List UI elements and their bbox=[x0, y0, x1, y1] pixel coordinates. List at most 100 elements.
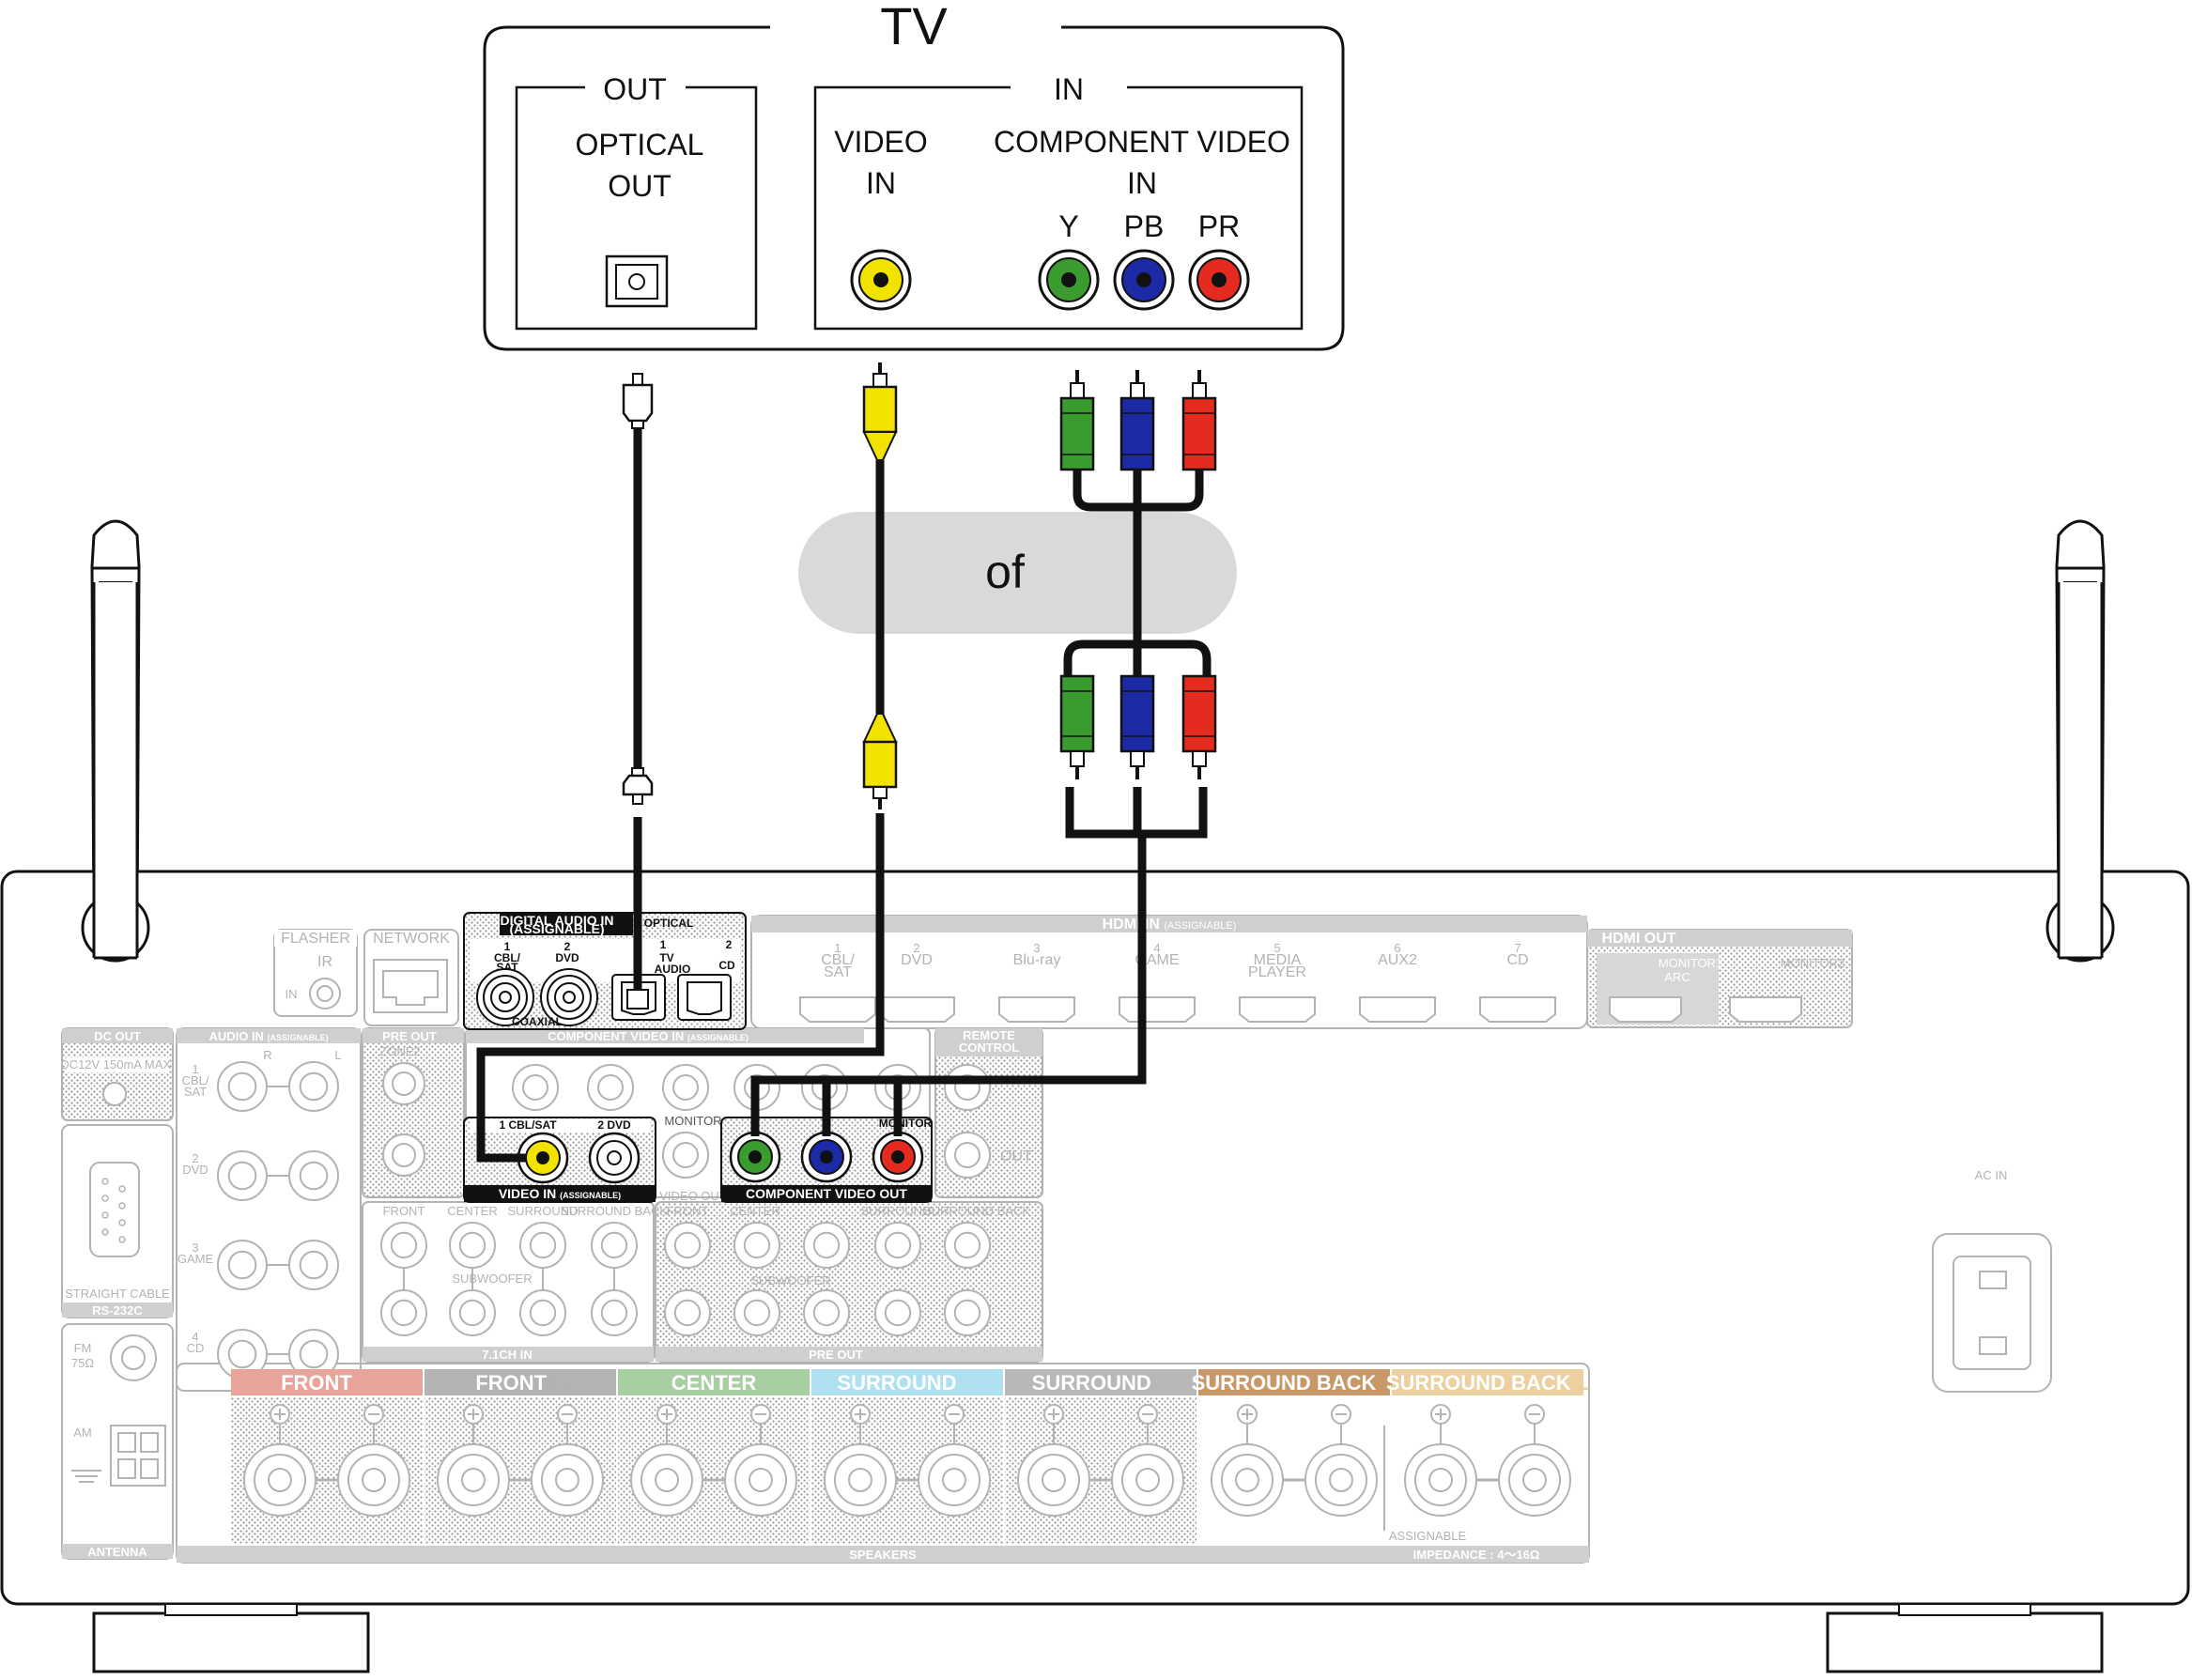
audio-in-l-label: L bbox=[334, 1048, 341, 1062]
preout-jack-bottom-1[interactable] bbox=[664, 1289, 711, 1336]
speaker-terminal-4-minus[interactable] bbox=[918, 1404, 991, 1517]
hdmi-in-port-4[interactable] bbox=[1119, 996, 1196, 1023]
dc-out-label: DC OUT bbox=[94, 1029, 141, 1043]
coaxial-2-jack[interactable] bbox=[540, 968, 598, 1026]
video-in-2-label: 2 DVD bbox=[597, 1118, 631, 1132]
preout-label-center: CENTER bbox=[730, 1204, 780, 1218]
ch71-jack-bottom-4[interactable] bbox=[591, 1289, 638, 1336]
preout-jack-top-2[interactable] bbox=[733, 1222, 780, 1269]
audio-in-4-l-jack[interactable] bbox=[288, 1329, 339, 1379]
hdmi-in-port-6[interactable] bbox=[1359, 996, 1436, 1023]
audio-in-r-label: R bbox=[263, 1048, 271, 1062]
component-video-out-label: COMPONENT VIDEO OUT bbox=[746, 1186, 907, 1201]
flasher-ir-jack[interactable] bbox=[309, 978, 341, 1010]
preout-jack-top-5[interactable] bbox=[944, 1222, 991, 1269]
dc-out-jack[interactable] bbox=[102, 1082, 127, 1106]
hdmi-in-port-7[interactable] bbox=[1479, 996, 1556, 1023]
video-monitor-out-jack[interactable] bbox=[662, 1132, 709, 1179]
video-in-2-jack[interactable] bbox=[588, 1132, 641, 1184]
optical-cable[interactable] bbox=[622, 373, 654, 1010]
speaker-group-label-4: SURROUND R bbox=[837, 1371, 977, 1395]
component-out-pr-jack[interactable] bbox=[872, 1131, 924, 1183]
audio-in-1-l-jack[interactable] bbox=[288, 1061, 339, 1112]
preout-jack-top-3[interactable] bbox=[803, 1222, 850, 1269]
preout-jack-bottom-4[interactable] bbox=[874, 1289, 921, 1336]
hdmi-in-port-3[interactable] bbox=[998, 996, 1075, 1023]
audio-in-2-l-jack[interactable] bbox=[288, 1150, 339, 1201]
tv-component-pr-jack[interactable] bbox=[1188, 249, 1250, 311]
component-plug-pb-bottom bbox=[1119, 674, 1155, 779]
opt-2-label: CD bbox=[718, 959, 735, 972]
remote-control-label-1: REMOTE bbox=[963, 1028, 1015, 1042]
speaker-terminal-2-plus[interactable] bbox=[437, 1404, 510, 1517]
speaker-group-7: SURROUND BACK L bbox=[1386, 1369, 1589, 1517]
speaker-terminal-6-plus[interactable] bbox=[1211, 1404, 1284, 1517]
dc-spec-label: DC12V 150mA MAX. bbox=[60, 1057, 174, 1071]
zone2-jack-r[interactable] bbox=[382, 1133, 425, 1177]
speaker-terminal-5-minus[interactable] bbox=[1111, 1404, 1184, 1517]
am-antenna-terminal[interactable] bbox=[71, 1425, 166, 1487]
speaker-terminal-3-minus[interactable] bbox=[724, 1404, 797, 1517]
ch71-jack-top-1[interactable] bbox=[380, 1222, 427, 1269]
remote-in-jack[interactable] bbox=[944, 1064, 991, 1111]
preout-label-front: FRONT bbox=[667, 1204, 709, 1218]
tv-optical-out-port[interactable] bbox=[605, 254, 669, 308]
component-video-in-label: COMPONENT VIDEO IN (ASSIGNABLE) bbox=[548, 1029, 749, 1043]
hdmi-in-port-2[interactable] bbox=[878, 996, 955, 1023]
ch71-jack-bottom-2[interactable] bbox=[449, 1289, 496, 1336]
speaker-terminal-1-plus[interactable] bbox=[243, 1404, 316, 1517]
video-in-1-jack[interactable] bbox=[517, 1132, 569, 1184]
speaker-terminal-7-minus[interactable] bbox=[1498, 1404, 1571, 1517]
preout-jack-bottom-5[interactable] bbox=[944, 1289, 991, 1336]
speaker-terminal-3-plus[interactable] bbox=[630, 1404, 703, 1517]
coaxial-1-jack[interactable] bbox=[476, 968, 534, 1026]
audio-in-3-l-jack[interactable] bbox=[288, 1240, 339, 1290]
ch71-jack-top-4[interactable] bbox=[591, 1222, 638, 1269]
digital-audio-in-panel: DIGITAL AUDIO IN (ASSIGNABLE) OPTICAL 1 … bbox=[463, 912, 747, 1030]
hdmi-in-port-1[interactable] bbox=[799, 996, 876, 1023]
speaker-group-label-5: SURROUND L bbox=[1032, 1371, 1170, 1395]
composite-video-cable[interactable] bbox=[476, 362, 898, 1163]
pr-label: PR bbox=[1198, 209, 1240, 243]
component-plug-pr-top bbox=[1181, 370, 1217, 471]
hdmi-in-label-5-1: MEDIA bbox=[1254, 952, 1302, 968]
speaker-group-label-1: FRONT R bbox=[281, 1371, 373, 1395]
hdmi-out-monitor1-port[interactable] bbox=[1609, 996, 1682, 1023]
preout-jack-bottom-2[interactable] bbox=[733, 1289, 780, 1336]
hdmi-in-port-5[interactable] bbox=[1239, 996, 1316, 1023]
hdmi-out-monitor2-port[interactable] bbox=[1729, 996, 1802, 1023]
tv-component-y-jack[interactable] bbox=[1038, 249, 1100, 311]
component-video-cable[interactable] bbox=[750, 370, 1217, 1136]
audio-in-2-r-jack[interactable] bbox=[217, 1150, 268, 1201]
rs232c-label: RS-232C bbox=[92, 1303, 143, 1318]
ch71-jack-bottom-3[interactable] bbox=[519, 1289, 566, 1336]
rs232c-port[interactable] bbox=[101, 1178, 126, 1243]
speakers-label: SPEAKERS bbox=[849, 1548, 917, 1562]
speaker-terminal-1-minus[interactable] bbox=[337, 1404, 410, 1517]
hdmi-in-label-7-0: 7 bbox=[1514, 941, 1521, 955]
speaker-terminal-4-plus[interactable] bbox=[824, 1404, 897, 1517]
speaker-group-5: SURROUND L bbox=[1005, 1369, 1196, 1544]
ch71-jack-top-3[interactable] bbox=[519, 1222, 566, 1269]
preout-jack-top-4[interactable] bbox=[874, 1222, 921, 1269]
fm-antenna-jack[interactable] bbox=[110, 1334, 157, 1381]
tv-video-in-jack[interactable] bbox=[850, 249, 912, 311]
ch71-jack-top-2[interactable] bbox=[449, 1222, 496, 1269]
component-out-pb-jack[interactable] bbox=[800, 1131, 853, 1183]
preout-jack-top-1[interactable] bbox=[664, 1222, 711, 1269]
opt-1-label-b: AUDIO bbox=[655, 963, 691, 976]
speaker-terminal-7-plus[interactable] bbox=[1404, 1404, 1477, 1517]
preout-jack-bottom-3[interactable] bbox=[803, 1289, 850, 1336]
tv-component-pb-jack[interactable] bbox=[1113, 249, 1175, 311]
component-out-y-jack[interactable] bbox=[729, 1131, 781, 1183]
speaker-terminal-5-plus[interactable] bbox=[1017, 1404, 1090, 1517]
optical-2-port[interactable] bbox=[677, 974, 732, 1021]
speaker-terminal-6-minus[interactable] bbox=[1304, 1404, 1378, 1517]
ch71-jack-bottom-1[interactable] bbox=[380, 1289, 427, 1336]
audio-in-1-r-jack[interactable] bbox=[217, 1061, 268, 1112]
video-in-label: VIDEO IN (ASSIGNABLE) bbox=[499, 1186, 621, 1201]
audio-in-3-r-jack[interactable] bbox=[217, 1240, 268, 1290]
speaker-terminal-2-minus[interactable] bbox=[531, 1404, 604, 1517]
zone2-jack-l[interactable] bbox=[382, 1062, 425, 1105]
remote-out-jack[interactable] bbox=[944, 1132, 991, 1179]
